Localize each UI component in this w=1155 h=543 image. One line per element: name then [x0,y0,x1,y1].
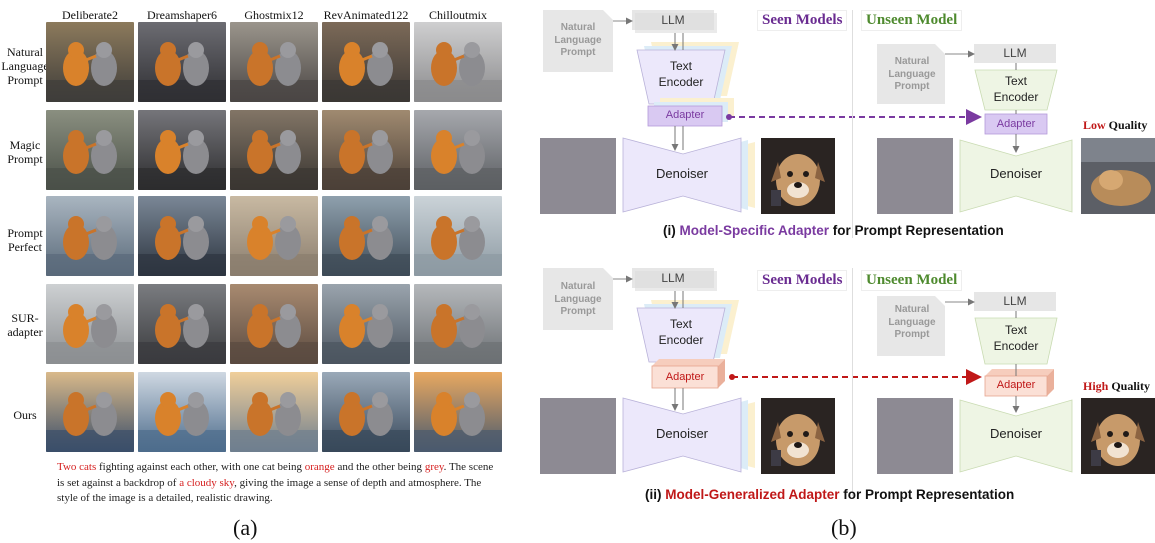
generated-image [46,372,134,452]
subfigure-label-a: (a) [233,515,258,540]
generated-image [414,284,502,364]
generated-image [230,22,318,102]
dog-output-image [761,398,835,474]
low-quality-output-image [1081,138,1155,214]
subfigure-label-b: (b) [831,515,857,540]
generated-image [414,372,502,452]
divider [852,268,853,496]
generated-image [414,196,502,276]
row-label: Ours [13,408,37,422]
generated-image [230,196,318,276]
generated-image [46,196,134,276]
denoiser-label: Denoiser [989,166,1043,181]
generated-image [46,22,134,102]
generated-image [414,22,502,102]
unseen-model-legend: Unseen Model [861,10,963,31]
generated-image [230,284,318,364]
llm-label: LLM [1003,46,1027,60]
denoiser-label: Denoiser [655,166,709,181]
title-model-specific: (i) Model-Specific Adapter for Prompt Re… [663,223,1004,238]
noise-input-image [877,398,953,474]
generated-image [46,110,134,190]
title-model-generalized: (ii) Model-Generalized Adapter for Promp… [645,487,1015,502]
high-quality-label: High Quality [1083,379,1151,393]
high-quality-output-image [1081,398,1155,474]
llm-label: LLM [661,271,685,285]
column-header: Dreamshaper6 [147,8,217,22]
denoiser-label: Denoiser [655,426,709,441]
architecture-diagram [543,10,1073,473]
generated-image [322,22,410,102]
generated-image [322,110,410,190]
generated-image [230,110,318,190]
adapter-label: Adapter [665,371,705,383]
denoiser-label: Denoiser [989,426,1043,441]
seen-models-legend: Seen Models [757,270,848,291]
divider [852,10,853,238]
generated-image [322,196,410,276]
column-header: RevAnimated122 [323,8,409,22]
generated-image [138,22,226,102]
generated-image [138,284,226,364]
column-header: Deliberate2 [62,8,118,22]
llm-label: LLM [1003,294,1027,308]
generated-image [322,284,410,364]
noise-input-image [877,138,953,214]
generated-image [138,372,226,452]
llm-label: LLM [661,13,685,27]
generated-image [46,284,134,364]
generated-image [138,110,226,190]
column-header: Ghostmix12 [244,8,304,22]
generated-image [230,372,318,452]
noise-input-image [540,138,616,214]
unseen-model-legend: Unseen Model [861,270,963,291]
generated-image [138,196,226,276]
generated-image [414,110,502,190]
row-label: SUR-adapter [7,311,43,339]
generated-image [322,372,410,452]
column-header: Chilloutmix [428,8,487,22]
adapter-label: Adapter [996,118,1036,130]
prompt-caption: Two cats fighting against each other, wi… [57,461,494,504]
dog-output-image [761,138,835,214]
seen-models-legend: Seen Models [757,10,848,31]
adapter-label: Adapter [665,109,705,121]
low-quality-label: Low Quality [1083,118,1148,132]
adapter-label: Adapter [996,379,1036,391]
noise-input-image [540,398,616,474]
